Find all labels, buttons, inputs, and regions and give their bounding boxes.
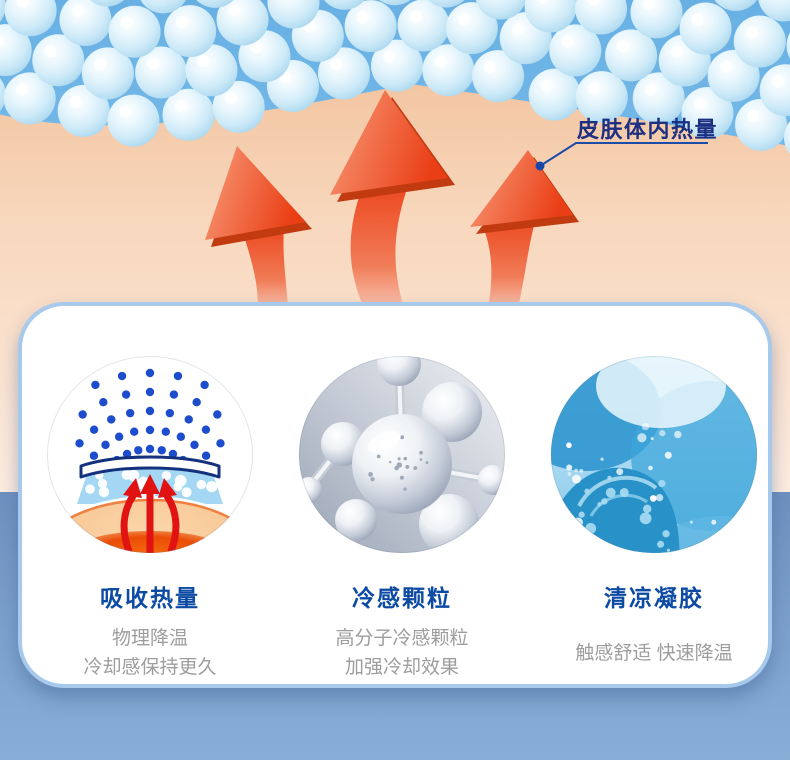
feature-description-line: 冷却感保持更久: [83, 657, 217, 679]
feature-description-line: 高分子冷感颗粒: [335, 627, 469, 649]
feature-column-absorb-heat: 吸收热量 物理降温 冷却感保持更久: [47, 356, 253, 684]
patch-bar: [79, 455, 221, 479]
feature-column-cooling-particles: 冷感颗粒 高分子冷感颗粒 加强冷却效果: [299, 356, 505, 684]
callout-label: 皮肤体内热量: [577, 117, 719, 142]
heat-rise-arrows: [120, 490, 180, 553]
mound-rim: [47, 496, 253, 553]
feature-title: 吸收热量: [100, 584, 200, 611]
feature-description: 高分子冷感颗粒 加强冷却效果: [335, 623, 468, 684]
sphere-highlight: [367, 430, 401, 454]
water-sparkles: [566, 422, 752, 553]
feature-description: 触感舒适 快速降温: [575, 623, 732, 684]
feature-title: 清凉凝胶: [604, 584, 704, 611]
callout-leader-line: [535, 142, 708, 171]
heat-arrows: [205, 90, 579, 308]
feature-description-line: 触感舒适 快速降温: [575, 642, 733, 664]
molecule-spheres: [299, 356, 505, 553]
heat-arrow-right: [470, 150, 579, 308]
vapor-dots: [75, 368, 225, 473]
heat-absorb-illustration: [47, 356, 253, 553]
feature-title: 冷感颗粒: [352, 584, 452, 611]
cooling-gel-water-image: [551, 356, 757, 553]
heat-arrow-middle: [330, 90, 455, 308]
gel-bubbles: [578, 475, 670, 548]
heat-arrow-left: [205, 146, 312, 308]
gel-band-particles: [85, 469, 218, 500]
feature-description: 物理降温 冷却感保持更久: [83, 623, 216, 684]
cooling-particles-molecule-image: [299, 356, 505, 553]
callout-anchor-dot: [535, 161, 545, 171]
molecule-speckles: [368, 435, 429, 491]
feature-column-cooling-gel: 清凉凝胶 触感舒适 快速降温: [551, 356, 757, 684]
heat-core: [74, 531, 226, 553]
info-card: 吸收热量 物理降温 冷却感保持更久: [18, 302, 772, 688]
feature-description-line: 加强冷却效果: [344, 657, 459, 679]
molecule-bonds: [302, 361, 498, 553]
skin-mound: [47, 498, 253, 553]
background-scene: [0, 0, 790, 492]
gel-blobs: [551, 356, 757, 553]
bubble-beads-layer: [0, 0, 790, 155]
feature-description-line: 物理降温: [111, 627, 188, 649]
heat-rise-arrowheads: [123, 474, 177, 498]
gel-band: [77, 468, 223, 504]
